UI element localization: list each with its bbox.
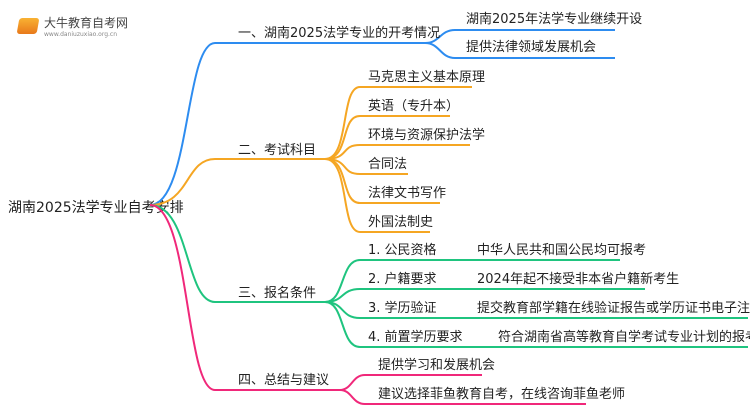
branch-1-child[interactable]: 提供法律领域发展机会: [466, 39, 596, 55]
branch-3-label[interactable]: 三、报名条件: [238, 285, 316, 301]
subject-item[interactable]: 合同法: [368, 157, 407, 172]
branch-2-label[interactable]: 二、考试科目: [238, 143, 316, 158]
condition-detail: 中华人民共和国公民均可报考: [477, 243, 646, 258]
branch-1-connectors: [149, 29, 615, 206]
branch-1-label[interactable]: 一、湖南2025法学专业的开考情况: [238, 25, 440, 41]
condition-detail: 2024年起不接受非本省户籍新考生: [477, 271, 679, 287]
branch-4-connectors: [149, 204, 586, 405]
condition-name[interactable]: 1. 公民资格: [368, 242, 437, 258]
condition-detail: 提交教育部学籍在线验证报告或学历证书电子注册备案表: [477, 300, 750, 316]
subject-item[interactable]: 马克思主义基本原理: [368, 70, 485, 85]
condition-detail: 符合湖南省高等教育自学考试专业计划的报考条件: [498, 329, 750, 345]
root-node[interactable]: 湖南2025法学专业自考安排: [8, 200, 184, 216]
suggestion-item[interactable]: 建议选择菲鱼教育自考，在线咨询菲鱼老师: [378, 386, 625, 402]
subject-item[interactable]: 英语（专升本）: [368, 99, 459, 114]
branch-3-connectors: [149, 204, 748, 348]
logo-name: 大牛教育自考网: [44, 16, 129, 30]
subject-item[interactable]: 法律文书写作: [368, 186, 446, 201]
condition-name[interactable]: 2. 户籍要求: [368, 271, 437, 287]
branch-4-label[interactable]: 四、总结与建议: [238, 373, 329, 388]
suggestion-item[interactable]: 提供学习和发展机会: [378, 357, 495, 373]
subject-item[interactable]: 外国法制史: [368, 215, 433, 230]
branch-1-child[interactable]: 湖南2025年法学专业继续开设: [466, 11, 642, 27]
subject-item[interactable]: 环境与资源保护法学: [368, 127, 485, 143]
branch-2-connectors: [149, 86, 472, 233]
logo: 大牛教育自考网 www.daniuzuxiao.org.cn: [16, 14, 129, 38]
condition-name[interactable]: 4. 前置学历要求: [368, 329, 463, 345]
logo-url: www.daniuzuxiao.org.cn: [44, 31, 118, 38]
condition-name[interactable]: 3. 学历验证: [368, 300, 437, 316]
